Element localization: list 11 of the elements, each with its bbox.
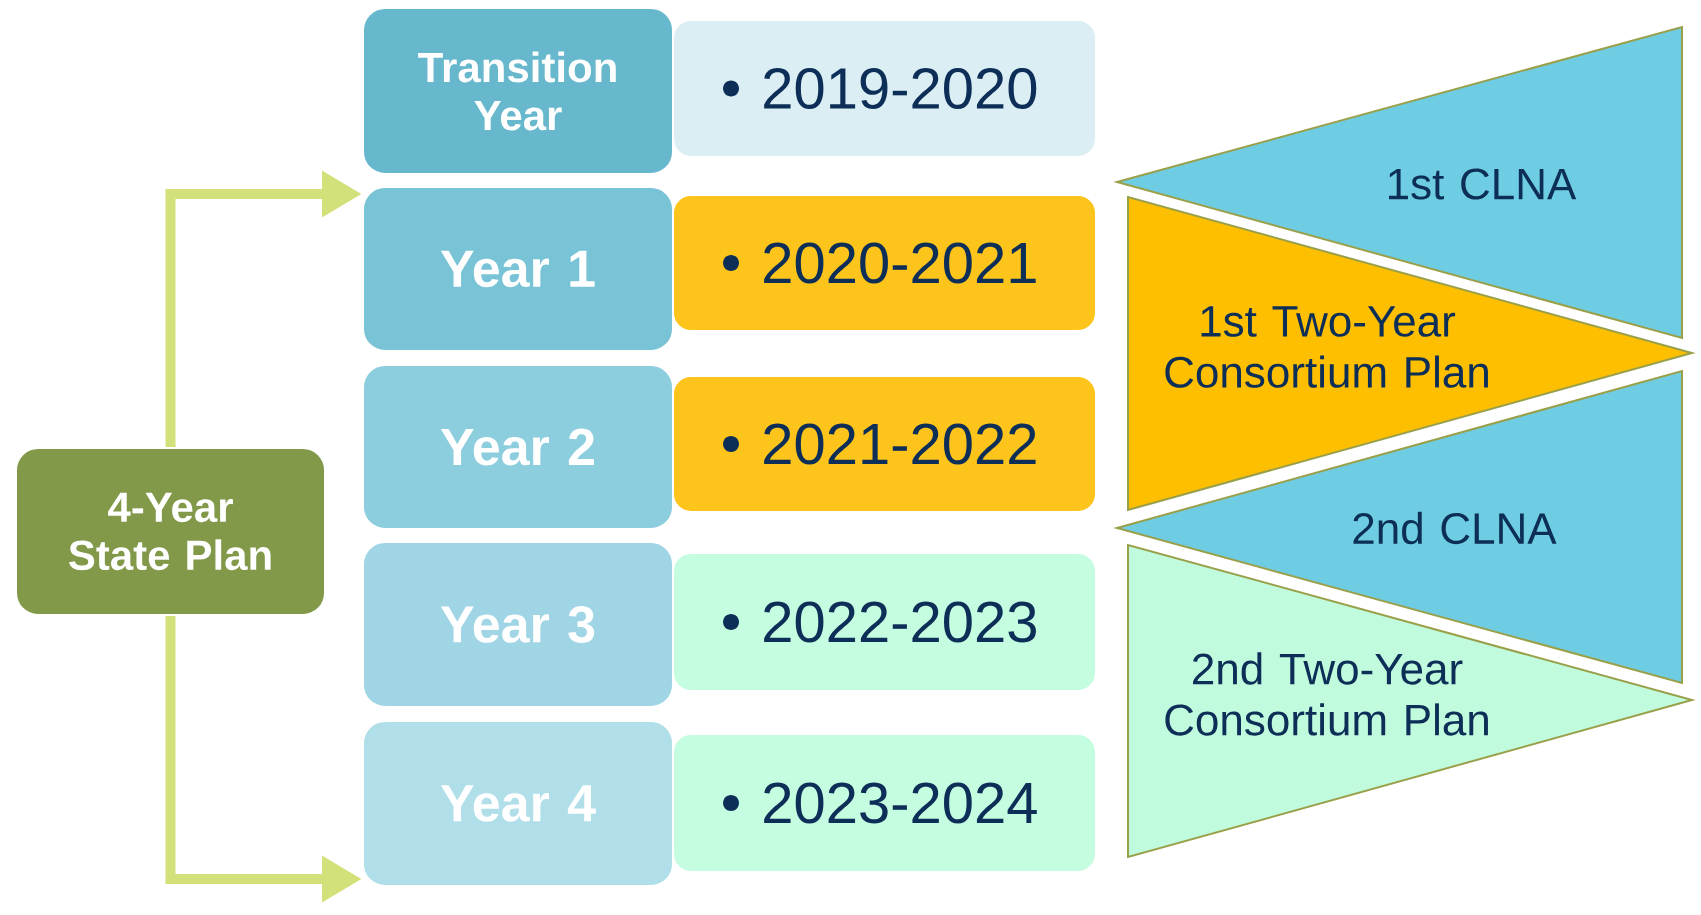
date-box: 2022-2023 (672, 552, 1097, 692)
year-box: Year 3 (362, 541, 674, 708)
year-box: Year 2 (362, 364, 674, 530)
year-box: Year 4 (362, 720, 674, 887)
year-box: Year 1 (362, 186, 674, 352)
date-box: 2019-2020 (672, 19, 1097, 158)
date-box: 2020-2021 (672, 194, 1097, 332)
plan-box: 4-Year State Plan (15, 447, 326, 616)
year-box: Transition Year (362, 7, 674, 175)
date-box: 2023-2024 (672, 733, 1097, 873)
date-box: 2021-2022 (672, 375, 1097, 513)
